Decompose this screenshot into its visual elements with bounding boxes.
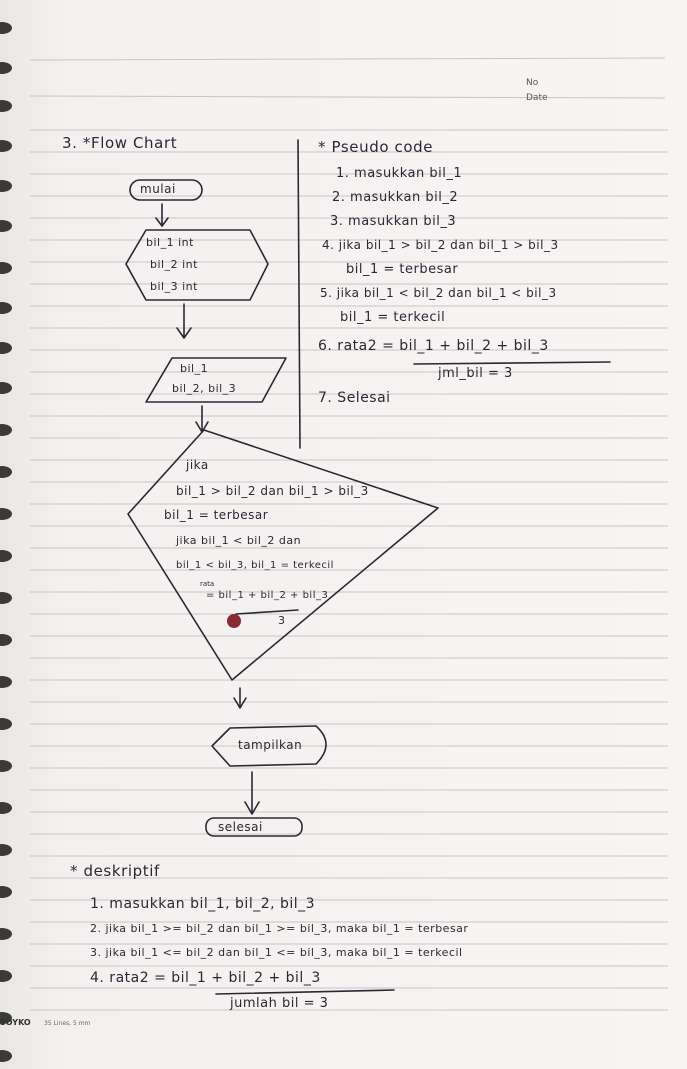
binding-hole bbox=[0, 550, 12, 562]
flow-arrow-head bbox=[155, 217, 169, 227]
end-label: selesai bbox=[218, 820, 263, 834]
input-line: bil_2, bil_3 bbox=[172, 382, 237, 395]
binding-hole bbox=[0, 592, 12, 604]
section-title: 3. *Flow Chart bbox=[62, 134, 178, 152]
pseudocode-line: 3. masukkan bil_3 bbox=[330, 214, 457, 229]
decision-line: jika bbox=[186, 458, 209, 472]
ink-blot bbox=[227, 614, 241, 628]
start-label: mulai bbox=[140, 182, 176, 196]
description-line: 2. jika bil_1 >= bil_2 dan bil_1 >= bil_… bbox=[90, 922, 469, 935]
decision-line: bil_1 > bil_2 dan bil_1 > bil_3 bbox=[176, 484, 369, 498]
binding-hole bbox=[0, 382, 12, 394]
binding-hole bbox=[0, 508, 12, 520]
binding-hole bbox=[0, 844, 12, 856]
pseudocode-fraction-bar bbox=[413, 361, 611, 365]
ruled-lines bbox=[29, 57, 668, 1011]
decision-line: rata bbox=[200, 580, 215, 588]
binding-hole bbox=[0, 220, 12, 232]
pseudocode-line: 5. jika bil_1 < bil_2 dan bil_1 < bil_3 bbox=[320, 286, 557, 300]
decision-line: jika bil_1 < bil_2 dan bbox=[176, 534, 302, 547]
binding-hole bbox=[0, 22, 12, 34]
description-line: 1. masukkan bil_1, bil_2, bil_3 bbox=[90, 896, 316, 912]
no-label: No bbox=[526, 78, 539, 88]
fraction-bar bbox=[235, 609, 299, 615]
decision-diamond bbox=[127, 429, 439, 681]
declaration-line: bil_1 int bbox=[146, 236, 194, 249]
binding-hole bbox=[0, 262, 12, 274]
paper-spec: 35 Lines, 5 mm bbox=[44, 1020, 91, 1027]
decision-line: = bil_1 + bil_2 + bil_3 bbox=[206, 590, 329, 601]
input-parallelogram bbox=[145, 357, 287, 403]
description-title: * deskriptif bbox=[70, 862, 160, 880]
output-display bbox=[211, 725, 327, 767]
pseudocode-line: 2. masukkan bil_2 bbox=[332, 190, 459, 205]
decision-line: bil_1 = terbesar bbox=[164, 508, 269, 522]
declaration-line: bil_2 int bbox=[150, 258, 198, 271]
binding-hole bbox=[0, 1050, 12, 1062]
binding-hole bbox=[0, 140, 12, 152]
binding-hole bbox=[0, 424, 12, 436]
binding-hole bbox=[0, 802, 12, 814]
flow-arrow-head bbox=[176, 327, 192, 339]
binding-hole bbox=[0, 676, 12, 688]
binding-hole bbox=[0, 718, 12, 730]
binding-hole bbox=[0, 342, 12, 354]
binding-hole bbox=[0, 302, 12, 314]
flow-arrow-head bbox=[244, 801, 260, 815]
pseudocode-line: 1. masukkan bil_1 bbox=[336, 166, 463, 181]
description-fraction-bar bbox=[215, 989, 395, 995]
pseudocode-line: 6. rata2 = bil_1 + bil_2 + bil_3 bbox=[318, 338, 549, 354]
binding-hole bbox=[0, 634, 12, 646]
declaration-line: bil_3 int bbox=[150, 280, 198, 293]
column-divider bbox=[297, 139, 301, 449]
start-terminator bbox=[129, 179, 203, 201]
pseudocode-line: bil_1 = terbesar bbox=[346, 262, 459, 277]
binding-hole bbox=[0, 970, 12, 982]
end-terminator bbox=[205, 817, 303, 837]
binding-hole bbox=[0, 180, 12, 192]
binding-hole bbox=[0, 466, 12, 478]
output-label: tampilkan bbox=[238, 738, 303, 752]
input-line: bil_1 bbox=[180, 362, 209, 375]
decision-line: 3 bbox=[278, 614, 286, 627]
binding-hole bbox=[0, 1012, 12, 1024]
binding-hole bbox=[0, 62, 12, 74]
pseudocode-title: * Pseudo code bbox=[318, 138, 434, 156]
description-line: jumlah bil = 3 bbox=[230, 996, 329, 1011]
description-line: 4. rata2 = bil_1 + bil_2 + bil_3 bbox=[90, 970, 321, 986]
brand-logo: SOYKO bbox=[0, 1018, 31, 1027]
binding-hole bbox=[0, 886, 12, 898]
flow-arrow-head bbox=[233, 697, 247, 709]
decision-line: bil_1 < bil_3, bil_1 = terkecil bbox=[176, 560, 334, 571]
pseudocode-line: 4. jika bil_1 > bil_2 dan bil_1 > bil_3 bbox=[322, 238, 559, 252]
binding-hole bbox=[0, 760, 12, 772]
binding-hole bbox=[0, 100, 12, 112]
declaration-hexagon bbox=[125, 229, 269, 301]
description-line: 3. jika bil_1 <= bil_2 dan bil_1 <= bil_… bbox=[90, 946, 463, 959]
date-label: Date bbox=[526, 93, 548, 103]
pseudocode-line: bil_1 = terkecil bbox=[340, 310, 446, 325]
binding-hole bbox=[0, 928, 12, 940]
pseudocode-line: 7. Selesai bbox=[318, 390, 391, 406]
pseudocode-line: jml_bil = 3 bbox=[438, 366, 513, 381]
